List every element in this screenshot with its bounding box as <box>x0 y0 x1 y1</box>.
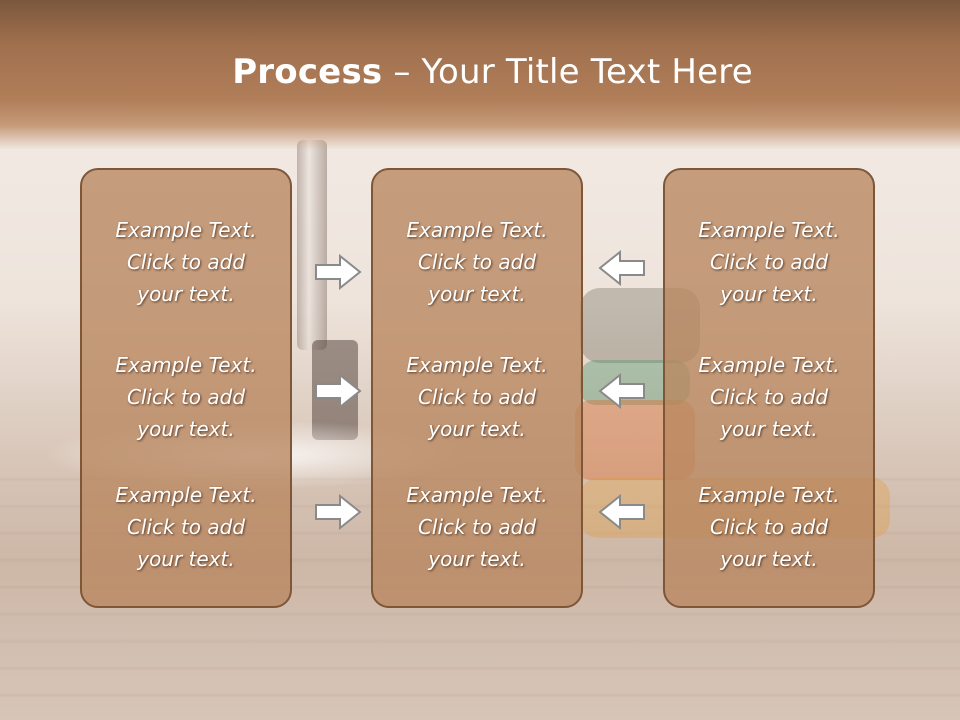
text-line: your text. <box>137 547 235 571</box>
text-line: Example Text. <box>698 218 840 242</box>
right-arrow-icon[interactable] <box>314 254 362 290</box>
text-placeholder[interactable]: Example Text. Click to add your text. <box>373 479 581 575</box>
title-bold: Process <box>232 52 383 92</box>
process-box-right[interactable]: Example Text. Click to add your text. Ex… <box>663 168 875 608</box>
text-line: your text. <box>137 417 235 441</box>
text-line: Click to add <box>126 250 246 274</box>
text-line: Click to add <box>417 385 537 409</box>
text-line: Click to add <box>126 385 246 409</box>
text-line: your text. <box>720 282 818 306</box>
right-arrow-icon[interactable] <box>314 373 362 409</box>
text-line: Click to add <box>709 515 829 539</box>
left-arrow-icon[interactable] <box>598 373 646 409</box>
title-rest: – Your Title Text Here <box>382 52 753 92</box>
text-placeholder[interactable]: Example Text. Click to add your text. <box>373 349 581 445</box>
text-placeholder[interactable]: Example Text. Click to add your text. <box>82 349 290 445</box>
text-line: Click to add <box>709 250 829 274</box>
text-line: Example Text. <box>406 218 548 242</box>
text-line: Example Text. <box>115 218 257 242</box>
text-line: Click to add <box>709 385 829 409</box>
text-line: your text. <box>428 417 526 441</box>
text-placeholder[interactable]: Example Text. Click to add your text. <box>82 214 290 310</box>
text-line: Example Text. <box>406 353 548 377</box>
text-placeholder[interactable]: Example Text. Click to add your text. <box>665 214 873 310</box>
text-placeholder[interactable]: Example Text. Click to add your text. <box>82 479 290 575</box>
text-line: your text. <box>428 547 526 571</box>
text-placeholder[interactable]: Example Text. Click to add your text. <box>373 214 581 310</box>
text-line: Example Text. <box>406 483 548 507</box>
text-line: Click to add <box>417 515 537 539</box>
text-line: your text. <box>428 282 526 306</box>
text-line: Example Text. <box>115 483 257 507</box>
left-arrow-icon[interactable] <box>598 250 646 286</box>
text-placeholder[interactable]: Example Text. Click to add your text. <box>665 479 873 575</box>
right-arrow-icon[interactable] <box>314 494 362 530</box>
text-line: your text. <box>720 417 818 441</box>
text-line: your text. <box>137 282 235 306</box>
text-line: Example Text. <box>115 353 257 377</box>
text-line: Example Text. <box>698 483 840 507</box>
header-band <box>0 0 960 150</box>
text-line: your text. <box>720 547 818 571</box>
background-mop-handle <box>297 140 327 350</box>
text-line: Click to add <box>417 250 537 274</box>
text-placeholder[interactable]: Example Text. Click to add your text. <box>665 349 873 445</box>
text-line: Example Text. <box>698 353 840 377</box>
process-box-left[interactable]: Example Text. Click to add your text. Ex… <box>80 168 292 608</box>
text-line: Click to add <box>126 515 246 539</box>
process-box-center[interactable]: Example Text. Click to add your text. Ex… <box>371 168 583 608</box>
slide-title[interactable]: Process – Your Title Text Here <box>0 52 960 92</box>
left-arrow-icon[interactable] <box>598 494 646 530</box>
